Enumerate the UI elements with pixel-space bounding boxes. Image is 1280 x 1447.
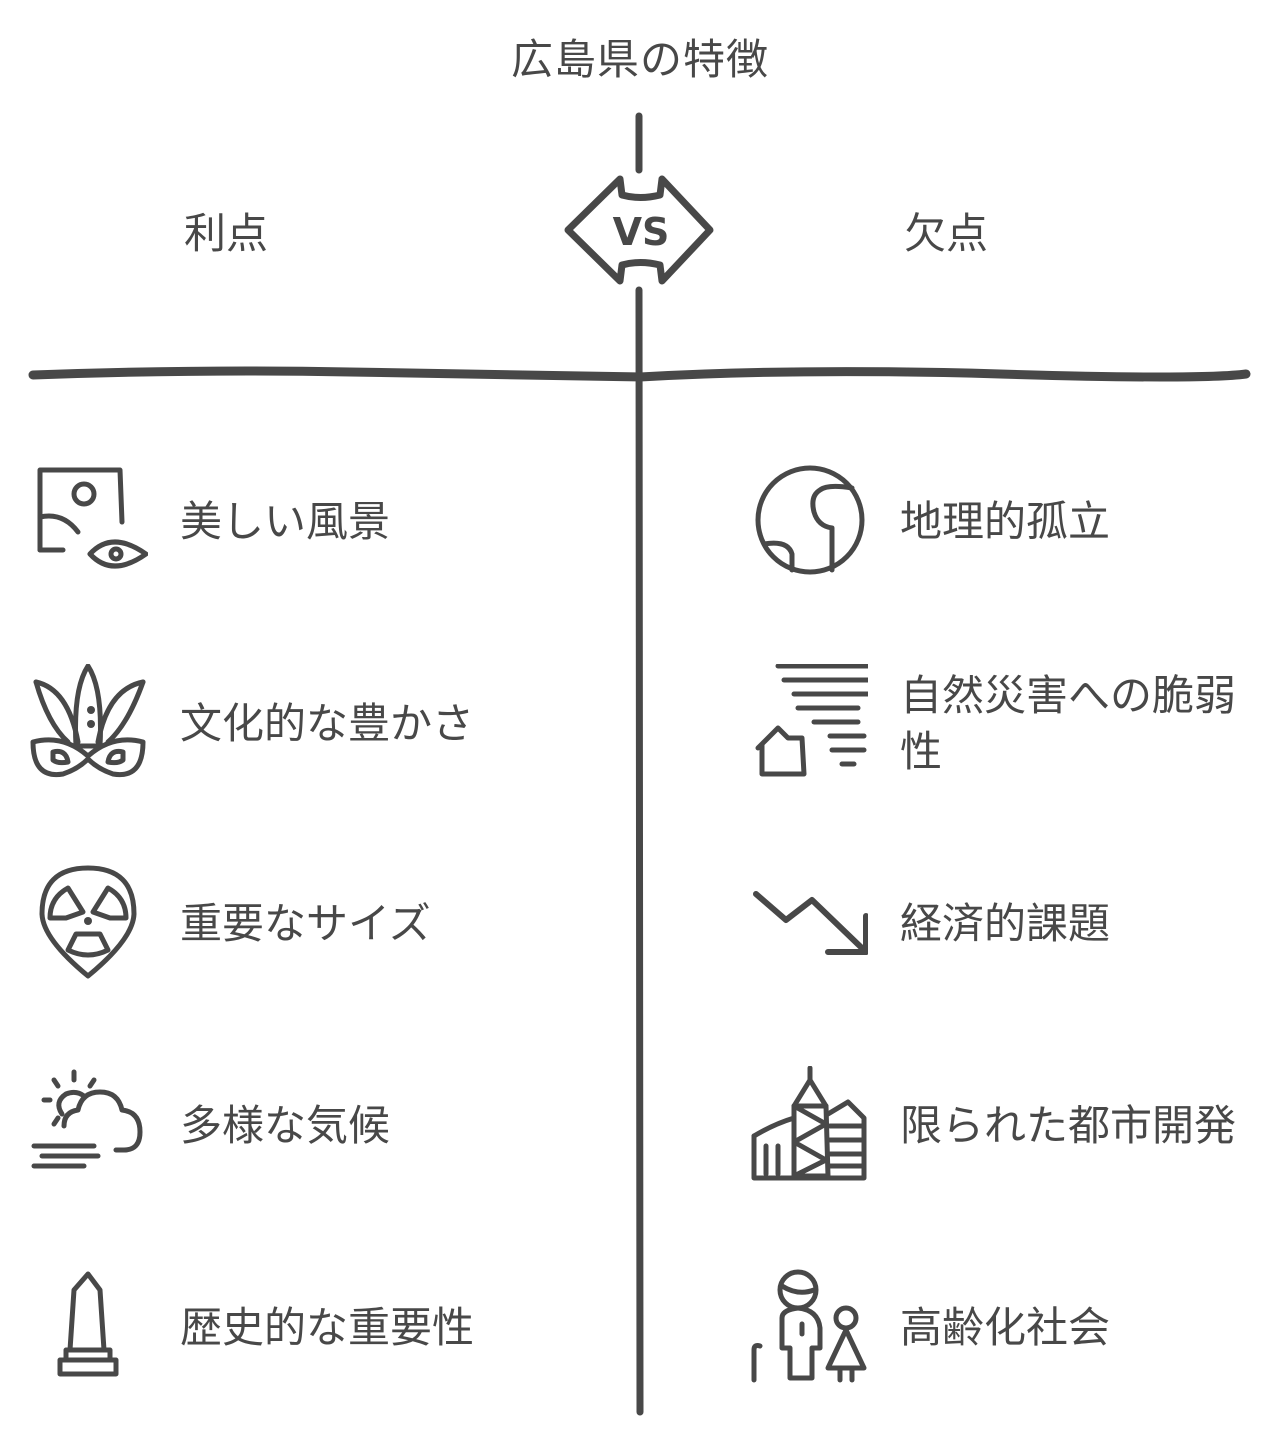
svg-text:VS: VS xyxy=(613,210,670,254)
advantage-label: 美しい風景 xyxy=(180,497,391,546)
disadvantage-label: 経済的課題 xyxy=(900,899,1111,948)
city-buildings-icon xyxy=(751,1066,867,1181)
globe-icon xyxy=(755,465,865,575)
disadvantage-item: 限られた都市開発 xyxy=(748,1066,1245,1186)
advantage-item: 歴史的な重要性 xyxy=(28,1268,530,1388)
advantage-item: 重要なサイズ xyxy=(28,864,530,984)
disadvantage-item: 自然災害への脆弱性 xyxy=(748,664,1245,784)
trend-down-arrow-icon xyxy=(753,891,868,955)
page-title: 広島県の特徴 xyxy=(510,35,769,84)
advantage-label: 歴史的な重要性 xyxy=(180,1303,475,1352)
tornado-house-icon xyxy=(755,664,868,777)
disadvantage-item: 経済的課題 xyxy=(748,864,1245,984)
landscape-eye-icon xyxy=(37,467,148,569)
vs-hexagon-icon: VS xyxy=(564,175,714,285)
elderly-child-icon xyxy=(751,1269,867,1383)
advantage-item: 多様な気候 xyxy=(28,1066,530,1186)
radiation-pin-icon xyxy=(39,865,137,979)
advantage-item: 美しい風景 xyxy=(28,462,530,582)
advantage-label: 多様な気候 xyxy=(180,1101,391,1150)
advantage-item: 文化的な豊かさ xyxy=(28,664,530,784)
disadvantages-heading: 欠点 xyxy=(904,209,989,258)
sun-cloud-wind-icon xyxy=(31,1069,143,1169)
advantages-heading: 利点 xyxy=(184,209,269,258)
disadvantage-label: 限られた都市開発 xyxy=(900,1101,1237,1150)
carnival-mask-icon xyxy=(30,664,146,778)
horizontal-divider xyxy=(28,366,1251,382)
disadvantage-label: 高齢化社会 xyxy=(900,1303,1111,1352)
monument-obelisk-icon xyxy=(57,1271,119,1377)
vertical-divider xyxy=(635,286,644,1416)
disadvantage-label: 自然災害への脆弱性 xyxy=(900,671,1237,776)
vs-badge: VS xyxy=(560,165,720,295)
disadvantage-item: 地理的孤立 xyxy=(748,462,1245,582)
advantage-label: 重要なサイズ xyxy=(180,899,431,948)
advantage-label: 文化的な豊かさ xyxy=(180,699,475,748)
disadvantage-item: 高齢化社会 xyxy=(748,1268,1245,1388)
disadvantage-label: 地理的孤立 xyxy=(900,497,1111,546)
